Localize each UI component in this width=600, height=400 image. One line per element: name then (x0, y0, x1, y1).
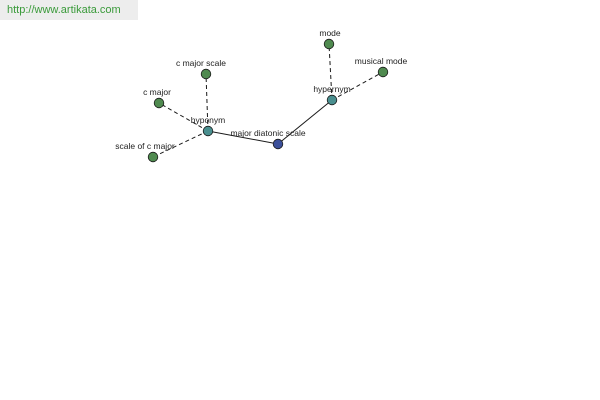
edge-hyponym-to-c-major (158, 102, 209, 132)
word-node-c-major-scale[interactable] (200, 68, 212, 80)
source-url-link[interactable]: http://www.artikata.com (7, 4, 121, 16)
edge-center-to-hyponym (207, 130, 279, 145)
edge-hypernym-to-mode (328, 43, 333, 101)
word-node-mode[interactable] (323, 38, 335, 50)
edge-center-to-hypernym (277, 99, 333, 145)
source-url-banner: http://www.artikata.com (0, 0, 138, 20)
relation-node-hypernym[interactable] (326, 94, 338, 106)
word-node-c-major[interactable] (153, 97, 165, 109)
edge-hypernym-to-musical-mode (331, 71, 384, 101)
word-node-musical-mode[interactable] (377, 66, 389, 78)
relation-node-hyponym-label: hyponym (191, 115, 226, 125)
word-node-scale-of-c-major[interactable] (147, 151, 159, 163)
word-node-c-major-scale-label: c major scale (176, 58, 226, 68)
relation-node-hypernym-label: hypernym (313, 84, 350, 94)
relation-node-hyponym[interactable] (202, 125, 214, 137)
word-node-c-major-label: c major (143, 87, 171, 97)
center-node-label: major diatonic scale (230, 128, 305, 138)
edge-hyponym-to-scale-of-c-major (152, 130, 209, 158)
center-node[interactable] (272, 138, 284, 150)
word-node-musical-mode-label: musical mode (355, 56, 408, 66)
word-node-mode-label: mode (319, 28, 341, 38)
word-node-scale-of-c-major-label: scale of c major (115, 141, 175, 151)
edge-hyponym-to-c-major-scale (205, 73, 209, 132)
